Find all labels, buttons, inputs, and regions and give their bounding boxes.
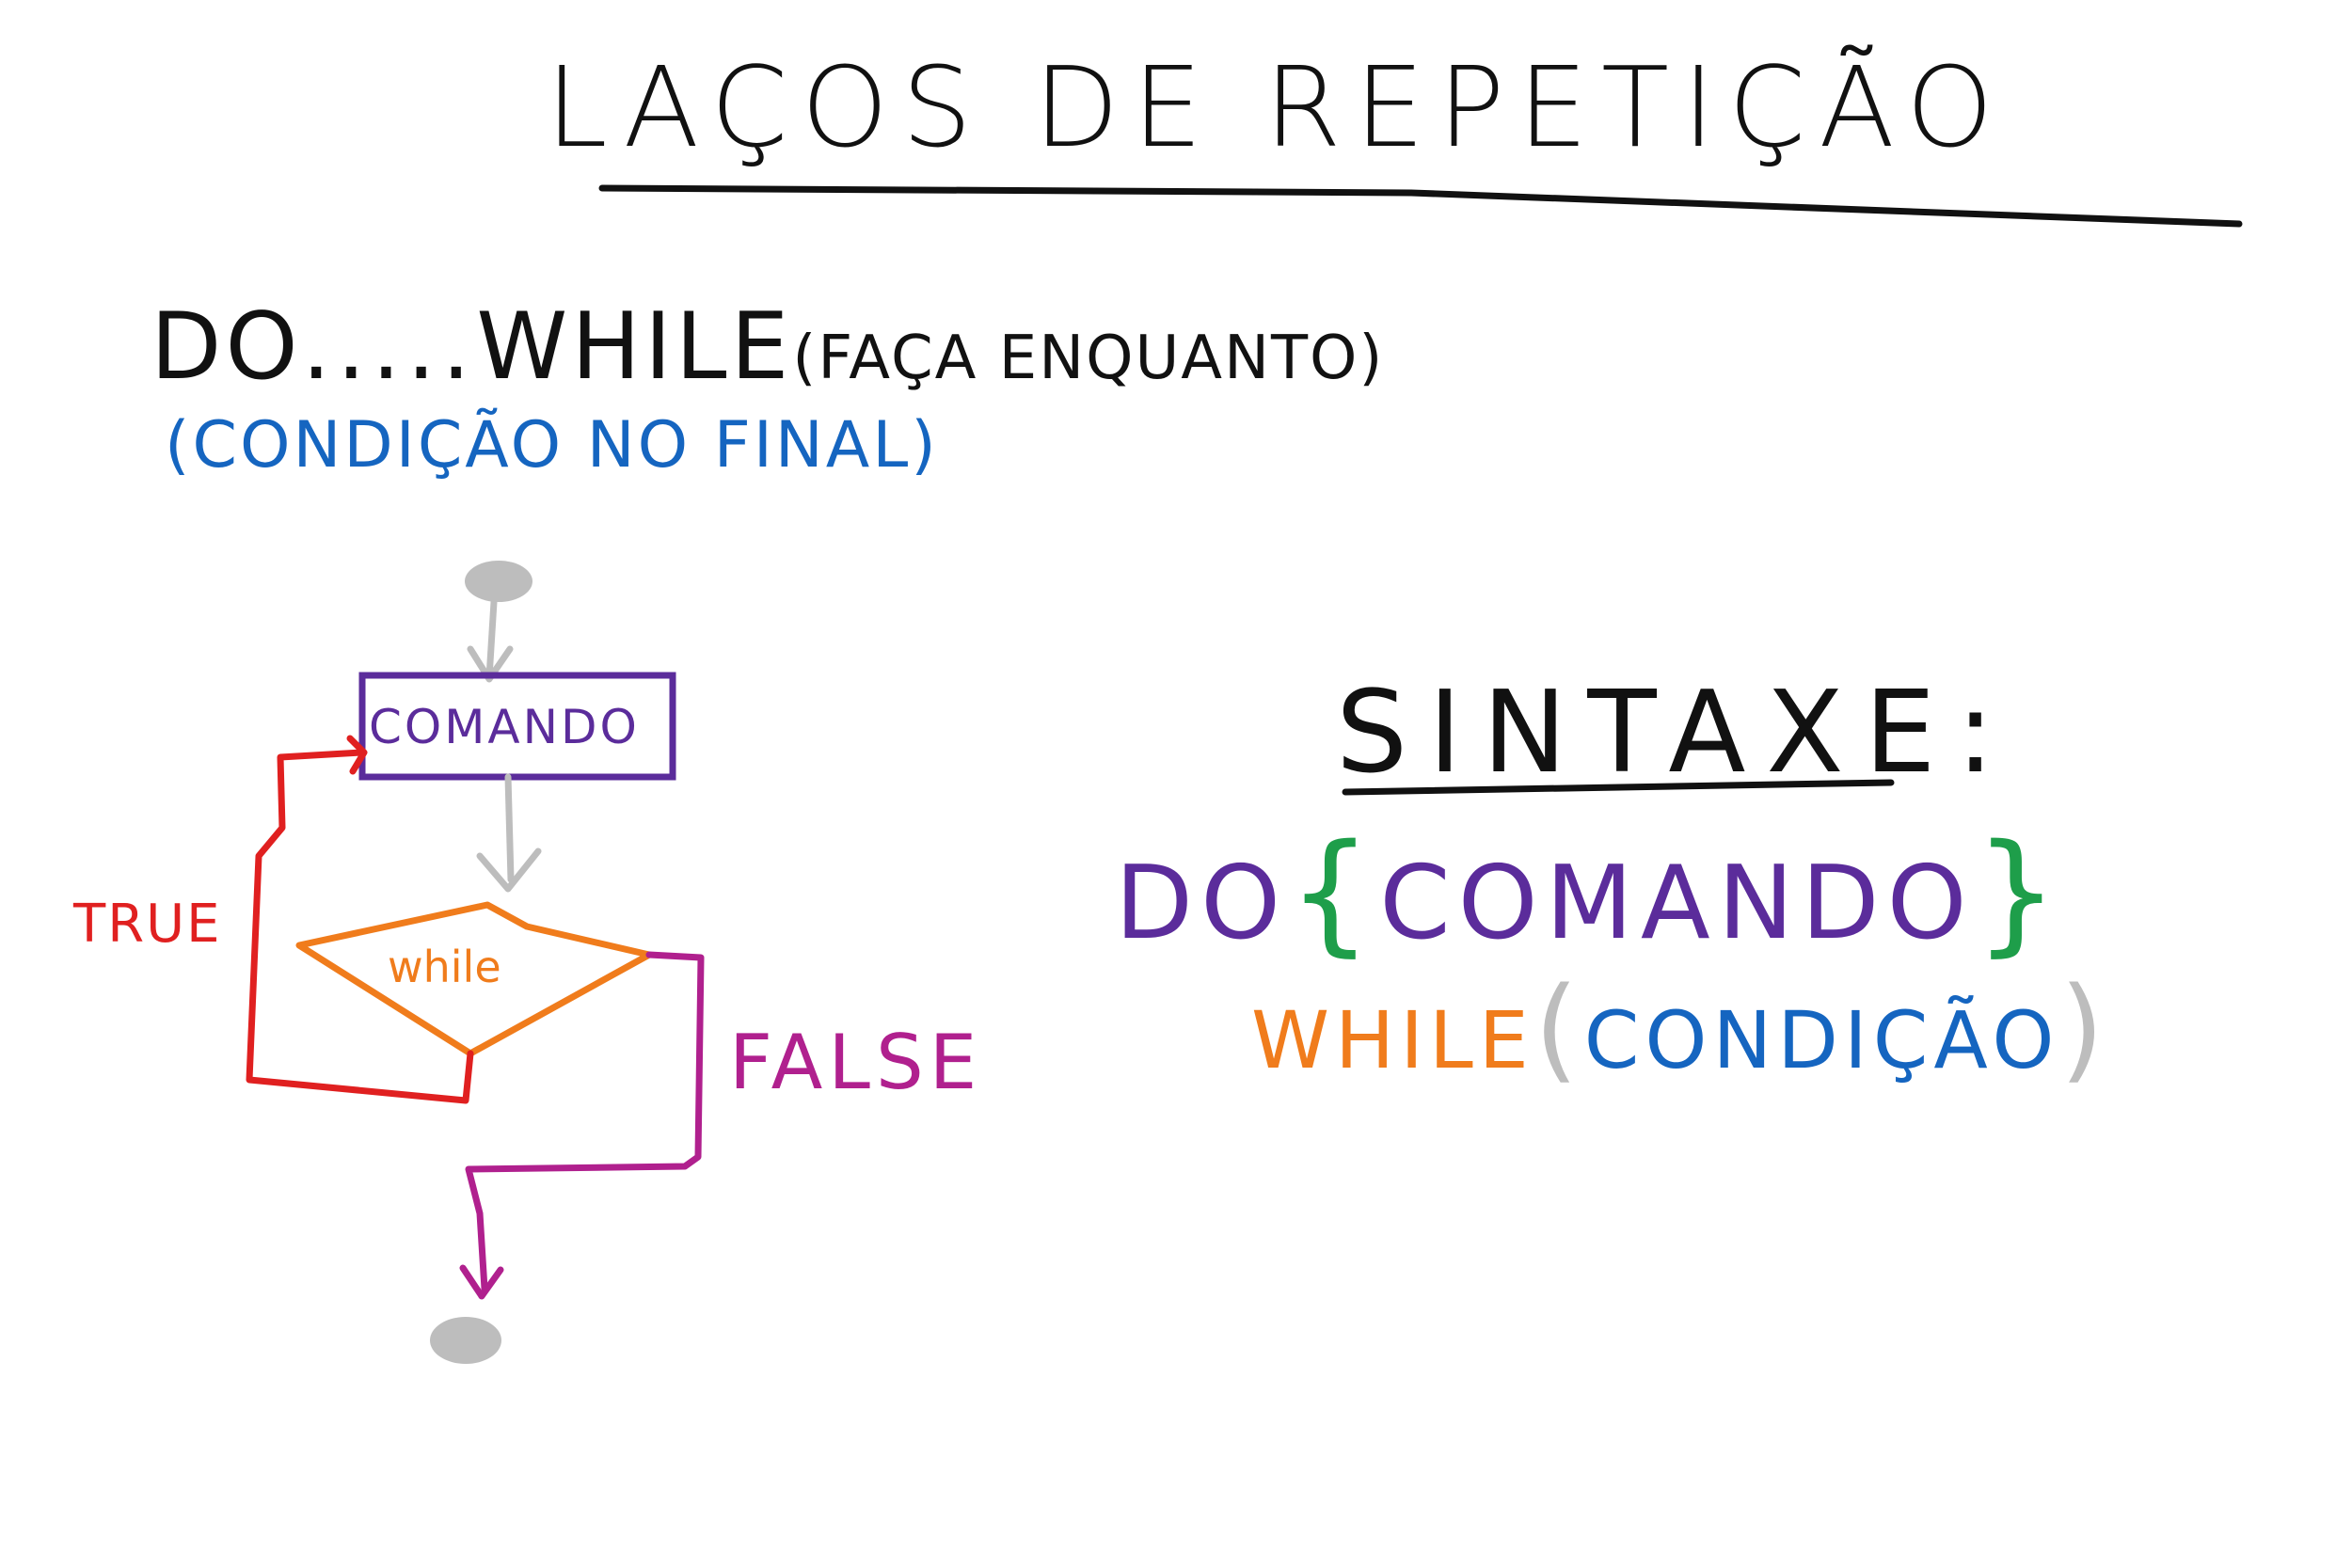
syntax-open-brace: { [1288,816,1380,970]
false-exit-path [465,951,705,1292]
syntax-underline [1342,779,1895,796]
syntax-close-paren: ) [2059,964,2110,1095]
syntax-while-line: WHILE(CONDIÇÃO) [1251,974,2109,1086]
start-terminal [465,561,532,602]
command-box [358,672,676,781]
false-exit-arrowhead [459,1264,504,1300]
condition-note: (CONDIÇÃO NO FINAL) [165,408,939,483]
page-title: LAÇOS DE REPETIÇÃO [546,42,2007,172]
true-loop-path [246,749,474,1104]
start-arrow [485,598,498,681]
true-loop-arrowhead [346,735,368,775]
false-label: FALSE [729,1019,983,1106]
heading-dots: ..... [301,293,477,401]
syntax-do: DO [1115,845,1289,962]
heading-translation: (FAÇA ENQUANTO) [792,324,1385,393]
syntax-close-brace: } [1974,816,2066,970]
true-label: TRUE [73,894,222,955]
command-arrowhead [476,847,542,893]
do-while-heading: DO.....WHILE(FAÇA ENQUANTO) [151,301,1384,393]
end-terminal [430,1317,501,1364]
syntax-condition: CONDIÇÃO [1583,994,2060,1086]
decision-label: while [388,942,501,992]
syntax-command: COMANDO [1379,845,1975,962]
syntax-title: SINTAXE: [1336,668,2015,799]
syntax-open-paren: ( [1534,964,1584,1095]
heading-do: DO [151,293,302,401]
syntax-do-line: DO{COMANDO} [1115,828,2066,959]
command-box-label: COMANDO [369,700,640,754]
decision-diamond [295,901,653,1057]
syntax-while: WHILE [1251,994,1534,1086]
start-arrowhead [467,645,514,683]
heading-while: WHILE [476,293,793,401]
command-arrow [504,773,515,883]
